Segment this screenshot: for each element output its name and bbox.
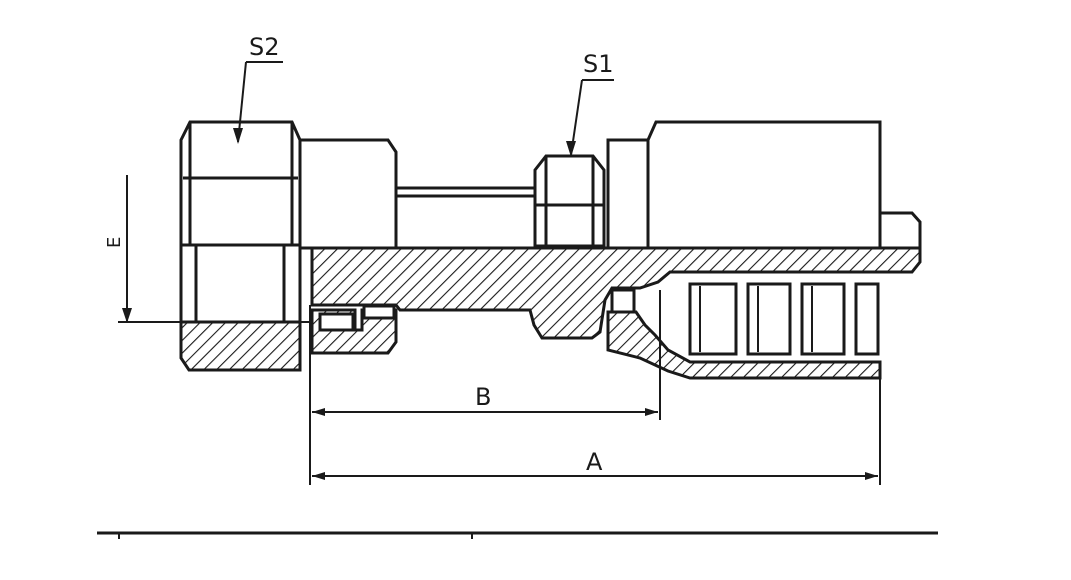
ferrule xyxy=(606,120,922,250)
a-dimension xyxy=(312,378,881,485)
ferrule-section xyxy=(606,282,882,380)
e-label: E xyxy=(104,237,125,248)
nut-collar xyxy=(298,138,398,355)
stem-section xyxy=(310,246,922,340)
neck xyxy=(396,186,535,198)
swivel-nut xyxy=(179,120,302,372)
s1-label: S1 xyxy=(583,50,614,78)
b-label: B xyxy=(475,383,491,411)
stem-hex xyxy=(533,154,606,248)
s1-callout xyxy=(566,79,614,157)
b-dimension xyxy=(309,290,661,485)
a-label: A xyxy=(586,448,603,476)
bottom-rule xyxy=(97,531,938,539)
e-dimension xyxy=(118,175,312,323)
s2-callout xyxy=(233,61,283,144)
s2-label: S2 xyxy=(249,33,280,61)
